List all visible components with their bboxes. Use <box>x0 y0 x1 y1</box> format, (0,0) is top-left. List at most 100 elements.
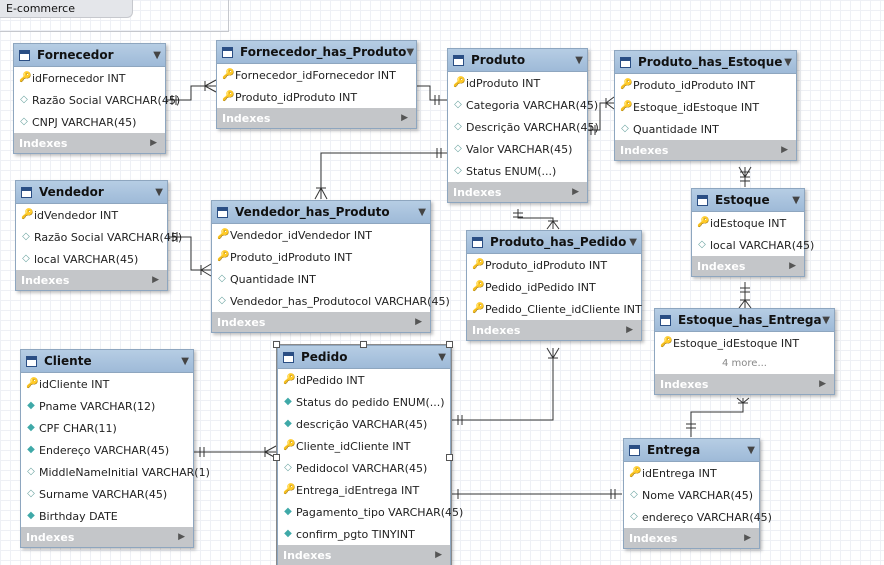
column-row[interactable]: ◆confirm_pgto TINYINT <box>278 523 450 545</box>
table-header[interactable]: Cliente ▼ <box>21 350 193 373</box>
column-row[interactable]: 🔑Pedido_Cliente_idCliente INT <box>467 298 642 320</box>
column-row[interactable]: ◆Status do pedido ENUM(...) <box>278 391 450 413</box>
column-row[interactable]: 🔑Estoque_idEstoque INT <box>655 332 834 354</box>
column-row[interactable]: ◆Pname VARCHAR(12) <box>21 395 193 417</box>
table-produto[interactable]: Produto ▼ 🔑idProduto INT ◇Categoria VARC… <box>447 48 599 203</box>
indexes-bar[interactable]: Indexes▶ <box>624 528 759 548</box>
column-row[interactable]: ◇Nome VARCHAR(45) <box>624 484 759 506</box>
column-row[interactable]: ◇endereço VARCHAR(45) <box>624 506 772 528</box>
table-vendedor[interactable]: Vendedor ▼ 🔑idVendedor INT ◇Razão Social… <box>15 180 182 291</box>
indexes-bar[interactable]: Indexes▶ <box>217 108 416 128</box>
column-row[interactable]: ◇Status ENUM(...) <box>448 160 587 182</box>
column-row[interactable]: 🔑idEntrega INT <box>624 462 759 484</box>
rel-ehe-entrega[interactable] <box>690 398 744 437</box>
table-header[interactable]: Fornecedor ▼ <box>14 44 165 67</box>
table-fornecedor-has-produto[interactable]: Fornecedor_has_Produto ▼ 🔑Fornecedor_idF… <box>216 40 417 129</box>
column-row[interactable]: ◇local VARCHAR(45) <box>692 234 814 256</box>
table-header[interactable]: Fornecedor_has_Produto ▼ <box>217 41 416 64</box>
resize-handle[interactable] <box>273 341 280 348</box>
table-estoque-has-entrega[interactable]: Estoque_has_Entrega ▼ 🔑Estoque_idEstoque… <box>654 308 835 395</box>
chevron-down-icon[interactable]: ▼ <box>153 49 161 61</box>
chevron-down-icon[interactable]: ▼ <box>181 355 189 367</box>
resize-handle[interactable] <box>446 341 453 348</box>
column-row[interactable]: ◇Vendedor_has_Produtocol VARCHAR(45) <box>212 290 450 312</box>
column-row[interactable]: ◆descrição VARCHAR(45) <box>278 413 450 435</box>
indexes-bar[interactable]: Indexes▶ <box>615 140 796 160</box>
indexes-bar[interactable]: Indexes▶ <box>14 133 165 153</box>
column-row[interactable]: 🔑idProduto INT <box>448 72 587 94</box>
table-header[interactable]: Produto ▼ <box>448 49 587 72</box>
resize-handle[interactable] <box>273 454 280 461</box>
indexes-bar[interactable]: Indexes▶ <box>448 182 587 202</box>
column-row[interactable]: 🔑idVendedor INT <box>16 204 167 226</box>
rel-produto-php[interactable] <box>517 209 554 229</box>
chevron-down-icon[interactable]: ▼ <box>747 444 755 456</box>
column-row[interactable]: ◆CPF CHAR(11) <box>21 417 193 439</box>
column-row[interactable]: 🔑idCliente INT <box>21 373 193 395</box>
table-entrega[interactable]: Entrega ▼ 🔑idEntrega INT ◇Nome VARCHAR(4… <box>623 438 772 549</box>
column-row[interactable]: 🔑Cliente_idCliente INT <box>278 435 450 457</box>
column-row[interactable]: 🔑Pedido_idPedido INT <box>467 276 641 298</box>
column-row[interactable]: ◆Pagamento_tipo VARCHAR(45) <box>278 501 463 523</box>
column-row[interactable]: 🔑Entrega_idEntrega INT <box>278 479 450 501</box>
chevron-down-icon[interactable]: ▼ <box>155 186 163 198</box>
column-row[interactable]: ◇Descrição VARCHAR(45) <box>448 116 599 138</box>
indexes-bar[interactable]: Indexes▶ <box>16 270 167 290</box>
chevron-down-icon[interactable]: ▼ <box>406 46 415 58</box>
resize-handle[interactable] <box>360 341 367 348</box>
column-row[interactable]: ◇Razão Social VARCHAR(45) <box>14 89 180 111</box>
column-row[interactable]: ◇CNPJ VARCHAR(45) <box>14 111 165 133</box>
chevron-down-icon[interactable]: ▼ <box>418 206 426 218</box>
layer-label[interactable]: E-commerce <box>0 0 133 18</box>
chevron-down-icon[interactable]: ▼ <box>784 56 792 68</box>
chevron-down-icon[interactable]: ▼ <box>822 314 830 326</box>
chevron-down-icon[interactable]: ▼ <box>575 54 583 66</box>
table-vendedor-has-produto[interactable]: Vendedor_has_Produto ▼ 🔑Vendedor_idVende… <box>211 200 450 333</box>
indexes-bar[interactable]: Indexes▶ <box>655 374 834 394</box>
table-header[interactable]: Estoque ▼ <box>692 189 804 212</box>
chevron-down-icon[interactable]: ▼ <box>629 236 637 248</box>
table-header[interactable]: Entrega ▼ <box>624 439 759 462</box>
rel-pedido-php[interactable] <box>452 348 554 421</box>
table-header[interactable]: Produto_has_Pedido ▼ <box>467 231 641 254</box>
table-produto-has-pedido[interactable]: Produto_has_Pedido ▼ 🔑Produto_idProduto … <box>466 230 642 341</box>
column-row[interactable]: ◇Razão Social VARCHAR(45) <box>16 226 182 248</box>
table-estoque[interactable]: Estoque ▼ 🔑idEstoque INT ◇local VARCHAR(… <box>691 188 814 277</box>
table-header[interactable]: Vendedor_has_Produto ▼ <box>212 201 430 224</box>
rel-fhp-produto[interactable] <box>416 85 447 101</box>
table-header[interactable]: Estoque_has_Entrega ▼ <box>655 309 834 332</box>
more-columns-link[interactable]: 4 more... <box>722 358 767 369</box>
table-header[interactable]: Vendedor ▼ <box>16 181 167 204</box>
indexes-bar[interactable]: Indexes▶ <box>21 527 193 547</box>
column-row[interactable]: 🔑Produto_idProduto INT <box>467 254 641 276</box>
chevron-down-icon[interactable]: ▼ <box>438 351 446 363</box>
rel-produto-phe[interactable] <box>587 102 614 131</box>
column-row[interactable]: 🔑Produto_idProduto INT <box>615 74 796 96</box>
column-row[interactable]: 🔑Fornecedor_idFornecedor INT <box>217 64 416 86</box>
column-row[interactable]: 🔑Produto_idProduto INT <box>217 86 416 108</box>
table-cliente[interactable]: Cliente ▼ 🔑idCliente INT ◆Pname VARCHAR(… <box>20 349 210 548</box>
resize-handle[interactable] <box>446 454 453 461</box>
table-header[interactable]: Produto_has_Estoque ▼ <box>615 51 796 74</box>
column-row[interactable]: ◆Birthday DATE <box>21 505 193 527</box>
chevron-down-icon[interactable]: ▼ <box>792 194 800 206</box>
column-row[interactable]: ◇Quantidade INT <box>615 118 796 140</box>
rel-fornecedor-fhp[interactable] <box>166 85 216 101</box>
table-fornecedor[interactable]: Fornecedor ▼ 🔑idFornecedor INT ◇Razão So… <box>13 43 180 154</box>
table-produto-has-estoque[interactable]: Produto_has_Estoque ▼ 🔑Produto_idProduto… <box>614 50 797 161</box>
indexes-bar[interactable]: Indexes▶ <box>278 545 450 565</box>
column-row[interactable]: 🔑Estoque_idEstoque INT <box>615 96 796 118</box>
table-pedido[interactable]: Pedido ▼ 🔑idPedido INT ◆Status do pedido… <box>276 344 463 565</box>
column-row[interactable]: 🔑idEstoque INT <box>692 212 804 234</box>
column-row[interactable]: ◇Quantidade INT <box>212 268 430 290</box>
column-row[interactable]: 🔑idPedido INT <box>278 369 450 391</box>
table-header[interactable]: Pedido ▼ <box>278 346 450 369</box>
column-row[interactable]: 🔑Produto_idProduto INT <box>212 246 430 268</box>
indexes-bar[interactable]: Indexes▶ <box>467 320 641 340</box>
column-row[interactable]: ◆Endereço VARCHAR(45) <box>21 439 193 461</box>
indexes-bar[interactable]: Indexes▶ <box>212 312 430 332</box>
column-row[interactable]: 🔑idFornecedor INT <box>14 67 165 89</box>
column-row[interactable]: ◇Categoria VARCHAR(45) <box>448 94 598 116</box>
column-row[interactable]: ◇Valor VARCHAR(45) <box>448 138 587 160</box>
column-row[interactable]: ◇Surname VARCHAR(45) <box>21 483 193 505</box>
